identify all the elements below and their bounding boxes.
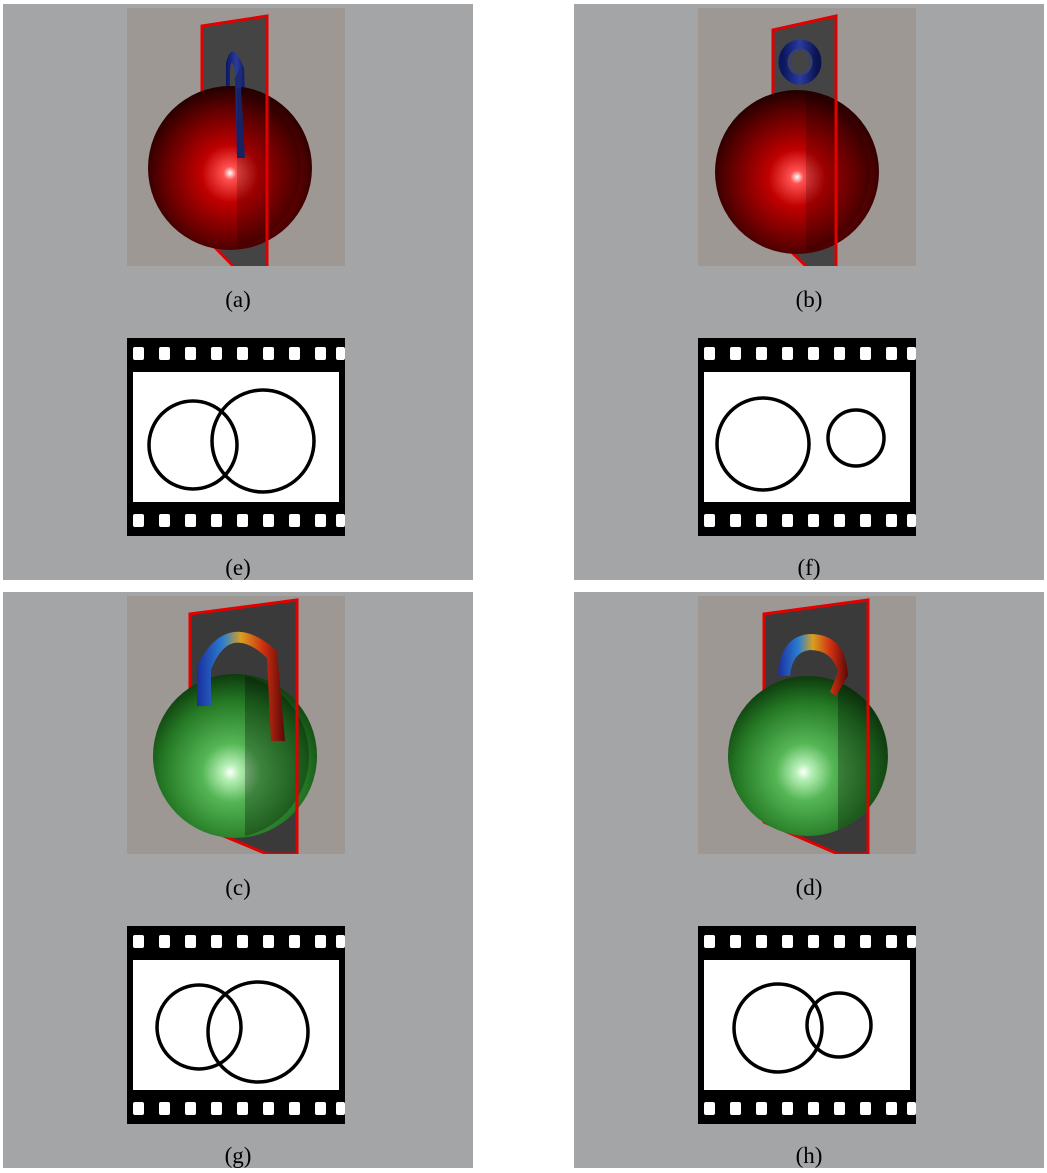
- panel-b-f: (b) (f): [574, 4, 1044, 580]
- caption-e: (e): [225, 555, 251, 580]
- caption-g: (g): [224, 1143, 252, 1168]
- film-strip-f: [698, 338, 916, 536]
- panel-c-g: (c) (g): [3, 592, 473, 1168]
- render-red-sphere-separate: [698, 8, 916, 266]
- film-strip-e: [127, 338, 345, 536]
- caption-h: (h): [795, 1143, 823, 1168]
- caption-d: (d): [795, 875, 823, 900]
- caption-f: (f): [797, 555, 821, 580]
- render-red-sphere-linked: [127, 8, 345, 266]
- render-green-sphere-linked-small: [698, 596, 916, 854]
- film-strip-g: [127, 926, 345, 1124]
- caption-a: (a): [225, 287, 251, 312]
- panel-a-e: (a) (e): [3, 4, 473, 580]
- panel-d-h: (d) (h): [574, 592, 1044, 1168]
- caption-b: (b): [795, 287, 823, 312]
- film-strip-h: [698, 926, 916, 1124]
- caption-c: (c): [225, 875, 251, 900]
- render-green-sphere-linked: [127, 596, 345, 854]
